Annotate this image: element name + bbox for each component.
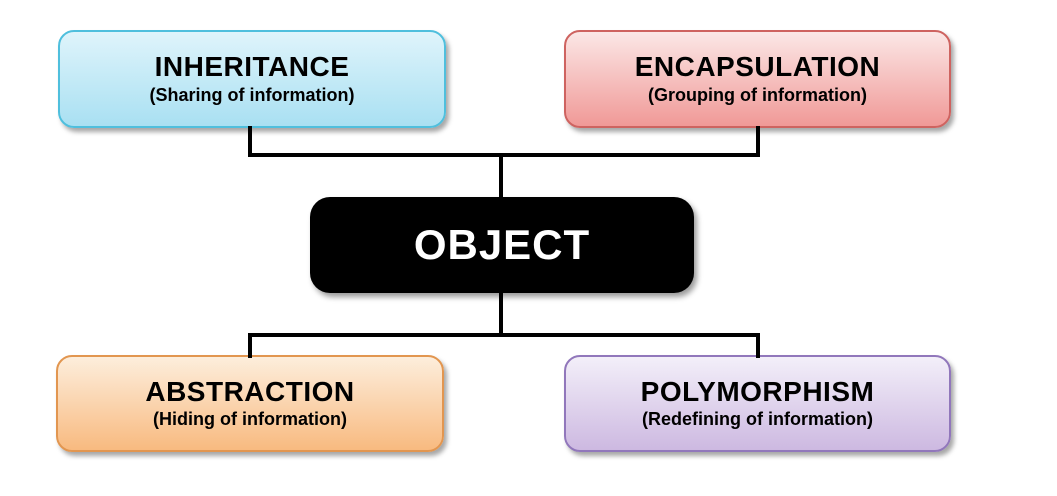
node-encapsulation-label: ENCAPSULATION [634, 51, 881, 83]
connector-bottom-rail [248, 333, 760, 337]
connector-top-stub-left [248, 126, 252, 157]
node-encapsulation: ENCAPSULATION (Grouping of information) [564, 30, 951, 128]
node-abstraction-label: ABSTRACTION [145, 375, 355, 407]
node-inheritance-label: INHERITANCE [154, 51, 350, 83]
connector-bottom-stub-right [756, 333, 760, 358]
node-encapsulation-sublabel: (Grouping of information) [648, 84, 867, 105]
connector-top-center-drop [499, 153, 503, 201]
node-polymorphism: POLYMORPHISM (Redefining of information) [564, 355, 951, 452]
node-object: OBJECT [310, 197, 694, 293]
connector-top-rail [248, 153, 760, 157]
node-inheritance-sublabel: (Sharing of information) [149, 84, 355, 105]
connector-top-stub-right [756, 126, 760, 157]
node-abstraction-sublabel: (Hiding of information) [153, 409, 347, 430]
connector-bottom-center-drop [499, 290, 503, 337]
node-polymorphism-sublabel: (Redefining of information) [642, 409, 873, 430]
node-abstraction: ABSTRACTION (Hiding of information) [56, 355, 444, 452]
node-polymorphism-label: POLYMORPHISM [640, 375, 875, 407]
connector-bottom-stub-left [248, 333, 252, 358]
node-inheritance: INHERITANCE (Sharing of information) [58, 30, 446, 128]
node-object-label: OBJECT [413, 221, 591, 268]
